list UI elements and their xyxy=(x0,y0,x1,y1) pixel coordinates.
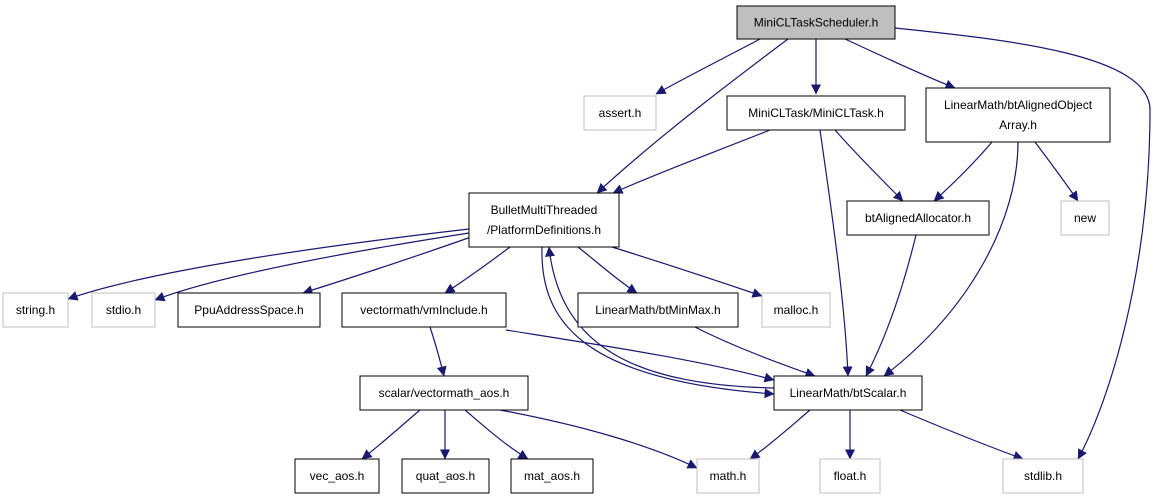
node-box-vminclude xyxy=(341,292,507,328)
edge-scalar-to-math xyxy=(749,409,811,460)
edge-platformdefs-to-minmax xyxy=(577,246,638,294)
edge-platformdefs-to-string xyxy=(67,228,470,301)
node-box-string xyxy=(2,292,69,328)
node-label-math: math.h xyxy=(710,469,747,483)
node-float[interactable]: float.h xyxy=(819,458,881,494)
node-box-stdio xyxy=(91,292,156,328)
node-label-alignedalloc: btAlignedAllocator.h xyxy=(865,211,971,225)
node-stdio[interactable]: stdio.h xyxy=(91,292,156,328)
node-label-minicltask: MiniCLTask/MiniCLTask.h xyxy=(748,106,884,120)
node-label-malloc: malloc.h xyxy=(774,303,819,317)
node-label-minmax: LinearMath/btMinMax.h xyxy=(595,303,720,317)
node-minmax[interactable]: LinearMath/btMinMax.h xyxy=(577,292,739,328)
node-label-root: MiniCLTaskScheduler.h xyxy=(754,16,879,30)
edge-root-to-stdlib xyxy=(894,27,1151,460)
node-box-vec xyxy=(294,458,380,494)
node-label-quat: quat_aos.h xyxy=(416,469,475,483)
node-box-mat xyxy=(510,458,594,494)
node-label-float: float.h xyxy=(834,469,867,483)
node-box-quat xyxy=(401,458,490,494)
edge-minmax-to-scalar xyxy=(694,326,816,378)
edge-platformdefs-to-ppu xyxy=(302,235,475,295)
node-label-platformdefs-line-1: BulletMultiThreaded xyxy=(491,203,598,217)
edge-alignedarray-to-scalar xyxy=(883,141,1019,377)
edge-platformdefs-to-malloc xyxy=(611,246,763,298)
node-vminclude[interactable]: vectormath/vmInclude.h xyxy=(341,292,507,328)
node-ppu[interactable]: PpuAddressSpace.h xyxy=(177,292,321,328)
node-label-new: new xyxy=(1074,211,1096,225)
edge-minicltask-to-alignedalloc xyxy=(834,129,904,202)
node-assert[interactable]: assert.h xyxy=(583,95,657,131)
node-stdlib[interactable]: stdlib.h xyxy=(1002,458,1084,494)
node-box-float xyxy=(819,458,881,494)
node-malloc[interactable]: malloc.h xyxy=(761,292,831,328)
node-label-ppu: PpuAddressSpace.h xyxy=(194,303,303,317)
edge-root-to-alignedarray xyxy=(844,38,956,90)
node-label-stdio: stdio.h xyxy=(106,303,141,317)
node-box-malloc xyxy=(761,292,831,328)
node-label-vec: vec_aos.h xyxy=(310,469,365,483)
node-root[interactable]: MiniCLTaskScheduler.h xyxy=(736,5,896,40)
edge-root-to-assert xyxy=(655,38,761,95)
node-label-scalar: LinearMath/btScalar.h xyxy=(790,386,907,400)
edge-vminclude-to-scalar xyxy=(505,329,775,383)
edge-vecaos-to-mat xyxy=(464,409,529,460)
node-label-vecaos: scalar/vectormath_aos.h xyxy=(379,386,510,400)
node-math[interactable]: math.h xyxy=(696,458,760,494)
edge-vminclude-to-vecaos xyxy=(429,326,447,377)
edge-alignedarray-to-new xyxy=(1034,141,1079,202)
edge-minicltask-to-scalar xyxy=(819,129,853,377)
node-box-assert xyxy=(583,95,657,131)
node-label-mat: mat_aos.h xyxy=(524,469,580,483)
node-platformdefs[interactable]: BulletMultiThreaded/PlatformDefinitions.… xyxy=(468,192,620,248)
node-minicltask[interactable]: MiniCLTask/MiniCLTask.h xyxy=(726,95,906,131)
edge-root-to-platformdefs xyxy=(596,38,789,194)
node-box-minmax xyxy=(577,292,739,328)
node-label-stdlib: stdlib.h xyxy=(1024,469,1062,483)
node-scalar[interactable]: LinearMath/btScalar.h xyxy=(773,375,923,411)
edge-minicltask-to-platformdefs xyxy=(612,129,771,194)
node-box-scalar xyxy=(773,375,923,411)
node-box-platformdefs xyxy=(468,192,620,248)
node-vecaos[interactable]: scalar/vectormath_aos.h xyxy=(359,375,529,411)
node-box-stdlib xyxy=(1002,458,1084,494)
node-box-vecaos xyxy=(359,375,529,411)
edge-vecaos-to-vec xyxy=(361,409,421,460)
node-box-math xyxy=(696,458,760,494)
node-new[interactable]: new xyxy=(1060,200,1110,236)
node-label-platformdefs-line-2: /PlatformDefinitions.h xyxy=(487,223,601,237)
edge-platformdefs-to-vminclude xyxy=(444,246,511,294)
node-alignedalloc[interactable]: btAlignedAllocator.h xyxy=(846,200,990,236)
node-box-root xyxy=(736,5,896,40)
edge-scalar-to-platformdefs xyxy=(545,246,775,389)
node-vec[interactable]: vec_aos.h xyxy=(294,458,380,494)
node-string[interactable]: string.h xyxy=(2,292,69,328)
node-label-vminclude: vectormath/vmInclude.h xyxy=(360,303,487,317)
node-label-string: string.h xyxy=(16,303,55,317)
node-label-assert: assert.h xyxy=(599,106,642,120)
edge-scalar-to-stdlib xyxy=(899,409,1024,461)
node-mat[interactable]: mat_aos.h xyxy=(510,458,594,494)
edge-alignedarray-to-alignedalloc xyxy=(933,141,993,202)
node-box-alignedalloc xyxy=(846,200,990,236)
node-quat[interactable]: quat_aos.h xyxy=(401,458,490,494)
node-box-alignedarray xyxy=(925,87,1111,143)
node-label-alignedarray-line-1: LinearMath/btAlignedObject xyxy=(944,98,1093,112)
node-box-ppu xyxy=(177,292,321,328)
node-label-alignedarray-line-2: Array.h xyxy=(999,118,1037,132)
node-box-minicltask xyxy=(726,95,906,131)
edge-alignedalloc-to-scalar xyxy=(865,234,917,377)
edge-platformdefs-to-stdio xyxy=(154,232,470,302)
edge-vecaos-to-math xyxy=(499,409,698,469)
node-box-new xyxy=(1060,200,1110,236)
